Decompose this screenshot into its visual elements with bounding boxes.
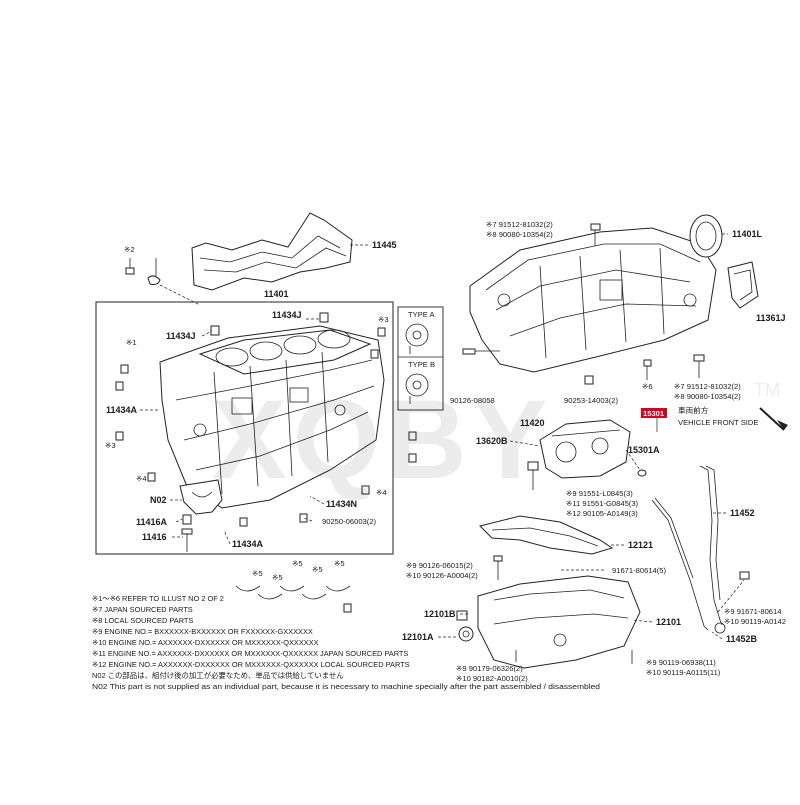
type-b-label: TYPE B [408, 360, 435, 369]
note-3: ※9 ENGINE NO.= BXXXXXX-BXXXXXX OR FXXXXX… [92, 627, 313, 636]
label-91512-top[interactable]: ※7 91512-81032(2) [486, 220, 553, 229]
label-s3a: ※3 [378, 315, 389, 324]
label-11434j-a[interactable]: 11434J [272, 310, 302, 320]
cylinder-block-11401 [159, 325, 385, 509]
label-90126-08058[interactable]: 90126-08058 [450, 396, 495, 405]
note-0: ※1～※6 REFER TO ILLUST NO 2 OF 2 [92, 594, 224, 603]
label-11401[interactable]: 11401 [264, 289, 289, 299]
label-11452[interactable]: 11452 [730, 508, 755, 518]
watermark: XQBY [212, 377, 553, 502]
bearing-cap-n02 [179, 479, 223, 515]
label-11434j-b[interactable]: 11434J [166, 331, 196, 341]
note-7: N02 この部品は、組付け後の加工が必要なため、単品では供給していません [92, 671, 344, 680]
cylinder-block-frame [95, 301, 394, 555]
label-90119-a[interactable]: ※9 90119-06938(11) [646, 658, 716, 667]
drain-plug-12101a [456, 610, 474, 642]
bolt-11416 [181, 528, 193, 552]
oil-pan-upper-11420 [469, 227, 717, 373]
block-cover-11445 [191, 212, 353, 291]
notes-block: ※1～※6 REFER TO ILLUST NO 2 OF 2 ※7 JAPAN… [92, 594, 600, 691]
bolt-s2 [125, 258, 161, 285]
label-12101a[interactable]: 12101A [402, 632, 434, 642]
label-s5d: ※5 [312, 565, 323, 574]
leader-lines [140, 318, 745, 640]
label-11420[interactable]: 11420 [520, 418, 545, 428]
upper-pan-bolts [462, 223, 705, 385]
bearing-shells [235, 585, 352, 613]
label-s5a: ※5 [252, 569, 263, 578]
pan-studs [493, 555, 633, 664]
label-13620b[interactable]: 13620B [476, 436, 508, 446]
label-11434a-a[interactable]: 11434A [106, 405, 138, 415]
label-91512-bot[interactable]: ※7 91512-81032(2) [674, 382, 741, 391]
dowel-pins [115, 312, 417, 527]
watermark-tm: TM [754, 380, 780, 400]
label-s2: ※2 [124, 245, 135, 254]
label-90250[interactable]: 90250-06003(2) [322, 517, 377, 526]
label-90179[interactable]: ※9 90179-06326(2) [456, 664, 523, 673]
label-15301a[interactable]: 15301A [628, 445, 660, 455]
type-inset [397, 306, 444, 411]
label-s1: ※1 [126, 338, 137, 347]
label-12121[interactable]: 12121 [628, 540, 653, 550]
o-ring-15301a [637, 469, 647, 477]
label-s5c: ※5 [292, 559, 303, 568]
note-8: N02 This part is not supplied as an indi… [92, 682, 600, 691]
note-2: ※8 LOCAL SOURCED PARTS [92, 616, 193, 625]
note-4: ※10 ENGINE NO.= AXXXXXX-DXXXXXX OR MXXXX… [92, 638, 319, 647]
label-91671-a[interactable]: 91671-80614(5) [612, 566, 667, 575]
highlight-box [641, 408, 667, 418]
label-90119-b[interactable]: ※10 90119-A0142 [724, 617, 786, 626]
highlight-code[interactable]: 15301 [643, 409, 665, 418]
label-11434a-b[interactable]: 11434A [232, 539, 264, 549]
label-s4b: ※4 [376, 488, 387, 497]
label-91671-b[interactable]: ※9 91671-80614 [724, 607, 781, 616]
label-s4a: ※4 [136, 474, 147, 483]
label-90182[interactable]: ※10 90182-A0010(2) [456, 674, 528, 683]
oil-pump-assembly [527, 419, 631, 490]
dipstick-guide-11452 [699, 465, 750, 634]
label-90080-bot[interactable]: ※8 90080-10354(2) [674, 392, 741, 401]
label-91551-a[interactable]: ※9 91551-L0845(3) [566, 489, 633, 498]
front-side-en: VEHICLE FRONT SIDE [678, 418, 758, 427]
oil-seal-11401l [689, 214, 723, 258]
label-s3b: ※3 [105, 441, 116, 450]
cover-11361j [727, 261, 759, 309]
label-90105[interactable]: ※12 90105-A0149(3) [566, 509, 638, 518]
label-12101b[interactable]: 12101B [424, 609, 456, 619]
baffle-plate-12121 [479, 515, 614, 555]
note-6: ※12 ENGINE NO.= AXXXXXX-DXXXXXX OR MXXXX… [92, 660, 410, 669]
label-90119-c[interactable]: ※10 90119-A0115(11) [646, 668, 721, 677]
front-arrow-icon [759, 407, 788, 431]
label-11361j[interactable]: 11361J [756, 313, 786, 323]
label-s6: ※6 [642, 382, 653, 391]
label-s5b: ※5 [272, 573, 283, 582]
oil-pan-lower-12101 [477, 575, 641, 669]
type-a-label: TYPE A [408, 310, 436, 319]
label-11434n[interactable]: 11434N [326, 499, 357, 509]
front-side-jp: 車両前方 [678, 405, 709, 415]
label-11452b[interactable]: 11452B [726, 634, 758, 644]
label-11401l[interactable]: 11401L [732, 229, 763, 239]
label-11416a[interactable]: 11416A [136, 517, 168, 527]
note-1: ※7 JAPAN SOURCED PARTS [92, 605, 193, 614]
label-n02[interactable]: N02 [150, 495, 167, 505]
label-90080-top[interactable]: ※8 90080-10354(2) [486, 230, 553, 239]
note-5: ※11 ENGINE NO.= AXXXXXX-DXXXXXX OR MXXXX… [92, 649, 408, 658]
label-90126-b[interactable]: ※10 90126-A0004(2) [406, 571, 478, 580]
dipstick-15301 [651, 497, 709, 631]
label-90126-a[interactable]: ※9 90126-06015(2) [406, 561, 473, 570]
label-12101[interactable]: 12101 [656, 617, 681, 627]
label-91551-b[interactable]: ※11 91551-G0845(3) [566, 499, 639, 508]
label-s5e: ※5 [334, 559, 345, 568]
label-90253[interactable]: 90253-14003(2) [564, 396, 619, 405]
label-11445[interactable]: 11445 [372, 240, 397, 250]
label-11416[interactable]: 11416 [142, 532, 167, 542]
